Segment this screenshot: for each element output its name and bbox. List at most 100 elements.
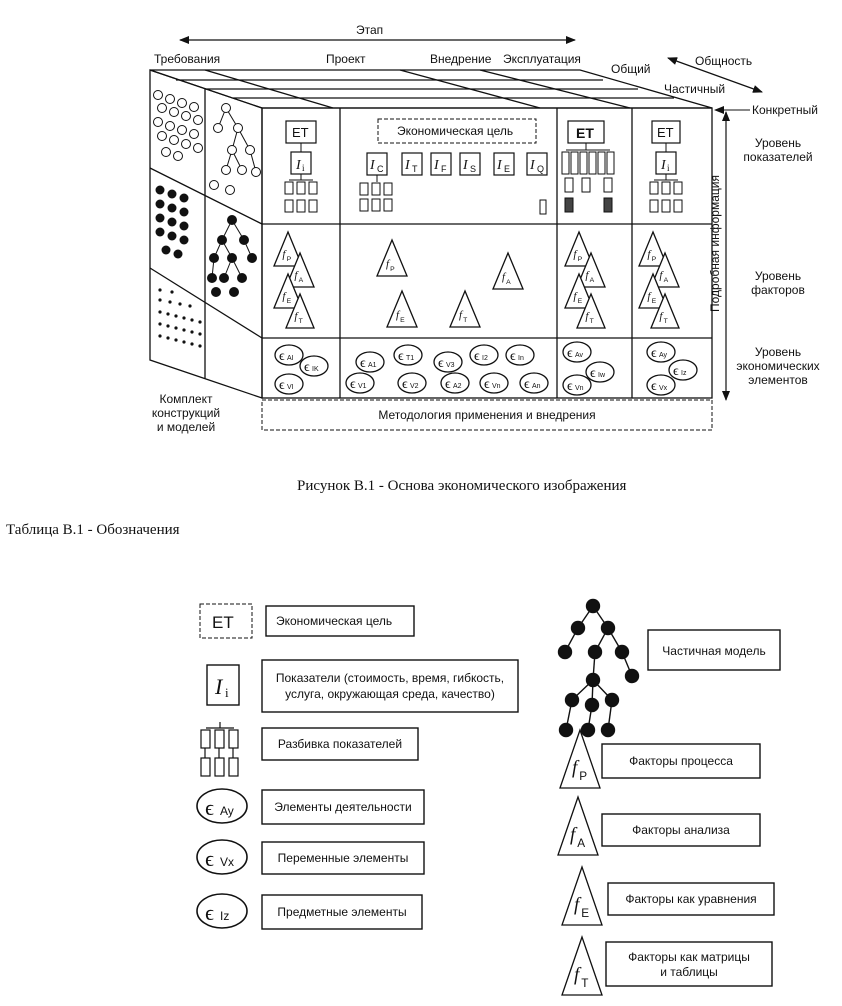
factor-letter: f (459, 309, 464, 321)
factor-letter: f (282, 291, 287, 303)
svg-text:ϵ: ϵ (205, 900, 214, 925)
indicator-sub: Q (537, 164, 544, 174)
svg-text:I: I (660, 158, 667, 173)
svg-text:ЕТ: ЕТ (576, 125, 594, 141)
factor-letter: f (647, 291, 652, 303)
factor-sub: A (506, 279, 511, 286)
level-elements-3: элементов (748, 373, 808, 387)
element-sub: I2 (482, 355, 488, 362)
element-symbol: ϵ (474, 349, 480, 364)
figure-caption: Рисунок В.1 - Основа экономического изоб… (297, 478, 627, 494)
filled-dots-cluster (155, 185, 189, 259)
factor-sub: T (581, 977, 588, 990)
level-factors-1: Уровень (755, 269, 801, 283)
element-symbol: ϵ (510, 349, 516, 364)
stage-label-implementation: Внедрение (430, 52, 492, 66)
svg-text:i: i (302, 163, 305, 173)
legend-box-equations (607, 882, 775, 916)
legend-text-matrices-2: и таблицы (660, 965, 718, 979)
factor-letter: f (573, 291, 578, 303)
indicator-sub: T (412, 164, 418, 174)
element-symbol: ϵ (651, 379, 657, 394)
element-sub: T1 (406, 355, 414, 362)
stage-label-requirements: Требования (154, 52, 220, 66)
legend-box-goal (265, 605, 415, 637)
indicator-box-q (526, 152, 548, 176)
factor-letter: f (386, 258, 391, 270)
legend-breakdown-symbol (200, 722, 239, 777)
element-sub: V2 (410, 383, 419, 390)
factor-sub: E (581, 907, 589, 920)
factor-letter: f (659, 270, 664, 282)
element-sub: IK (312, 366, 319, 373)
factor-letter: f (574, 895, 582, 916)
factor-sub: A (590, 277, 595, 284)
legend-indicator-symbol (206, 664, 240, 706)
factor-letter: f (574, 965, 582, 986)
legend-text-matrices-1: Факторы как матрицы (628, 950, 750, 964)
element-sub: A2 (453, 383, 462, 390)
models-label-2: конструкций (152, 406, 220, 420)
svg-text:I: I (295, 158, 302, 173)
svg-text:Iz: Iz (220, 909, 229, 923)
generality-axis-label: Общность (695, 54, 752, 68)
element-sub: Vn (492, 383, 501, 390)
svg-text:ЕТ: ЕТ (212, 613, 234, 632)
factor-sub: E (287, 298, 292, 305)
stage-label-operation: Эксплуатация (503, 52, 581, 66)
factor-sub: E (652, 298, 657, 305)
element-symbol: ϵ (350, 377, 356, 392)
factor-letter: f (647, 249, 652, 261)
indicator-box-t (401, 152, 423, 176)
element-symbol: ϵ (484, 377, 490, 392)
legend-box-process (601, 743, 761, 779)
generality-axis-arrow (667, 57, 763, 93)
indicator-sub: C (377, 164, 384, 174)
legend-box-variable (261, 841, 425, 875)
element-symbol: ϵ (279, 378, 285, 393)
factor-sub: A (577, 837, 585, 850)
legend-box-analysis (601, 813, 761, 847)
factor-sub: T (590, 318, 594, 325)
element-sub: A1 (368, 362, 377, 369)
legend-text-activity: Элементы деятельности (274, 800, 411, 814)
cube-front-face (261, 107, 713, 399)
factor-letter: f (659, 311, 664, 323)
factor-letter: f (294, 270, 299, 282)
element-symbol: ϵ (524, 377, 530, 392)
indicator-box-e (493, 152, 515, 176)
element-sub: V3 (446, 362, 455, 369)
element-symbol: ϵ (360, 356, 366, 371)
legend-box-indicators (261, 659, 519, 713)
element-sub: In (518, 355, 524, 362)
legend-text-process: Факторы процесса (629, 754, 733, 768)
level-elements-1: Уровень (755, 345, 801, 359)
indicator-letter: I (529, 158, 536, 173)
indicator-letter: I (496, 158, 503, 173)
methodology-label: Методология применения и внедрения (378, 408, 595, 422)
element-symbol: ϵ (445, 377, 451, 392)
element-symbol: ϵ (304, 360, 310, 375)
factor-sub: P (652, 256, 657, 263)
factor-letter: f (396, 309, 401, 321)
